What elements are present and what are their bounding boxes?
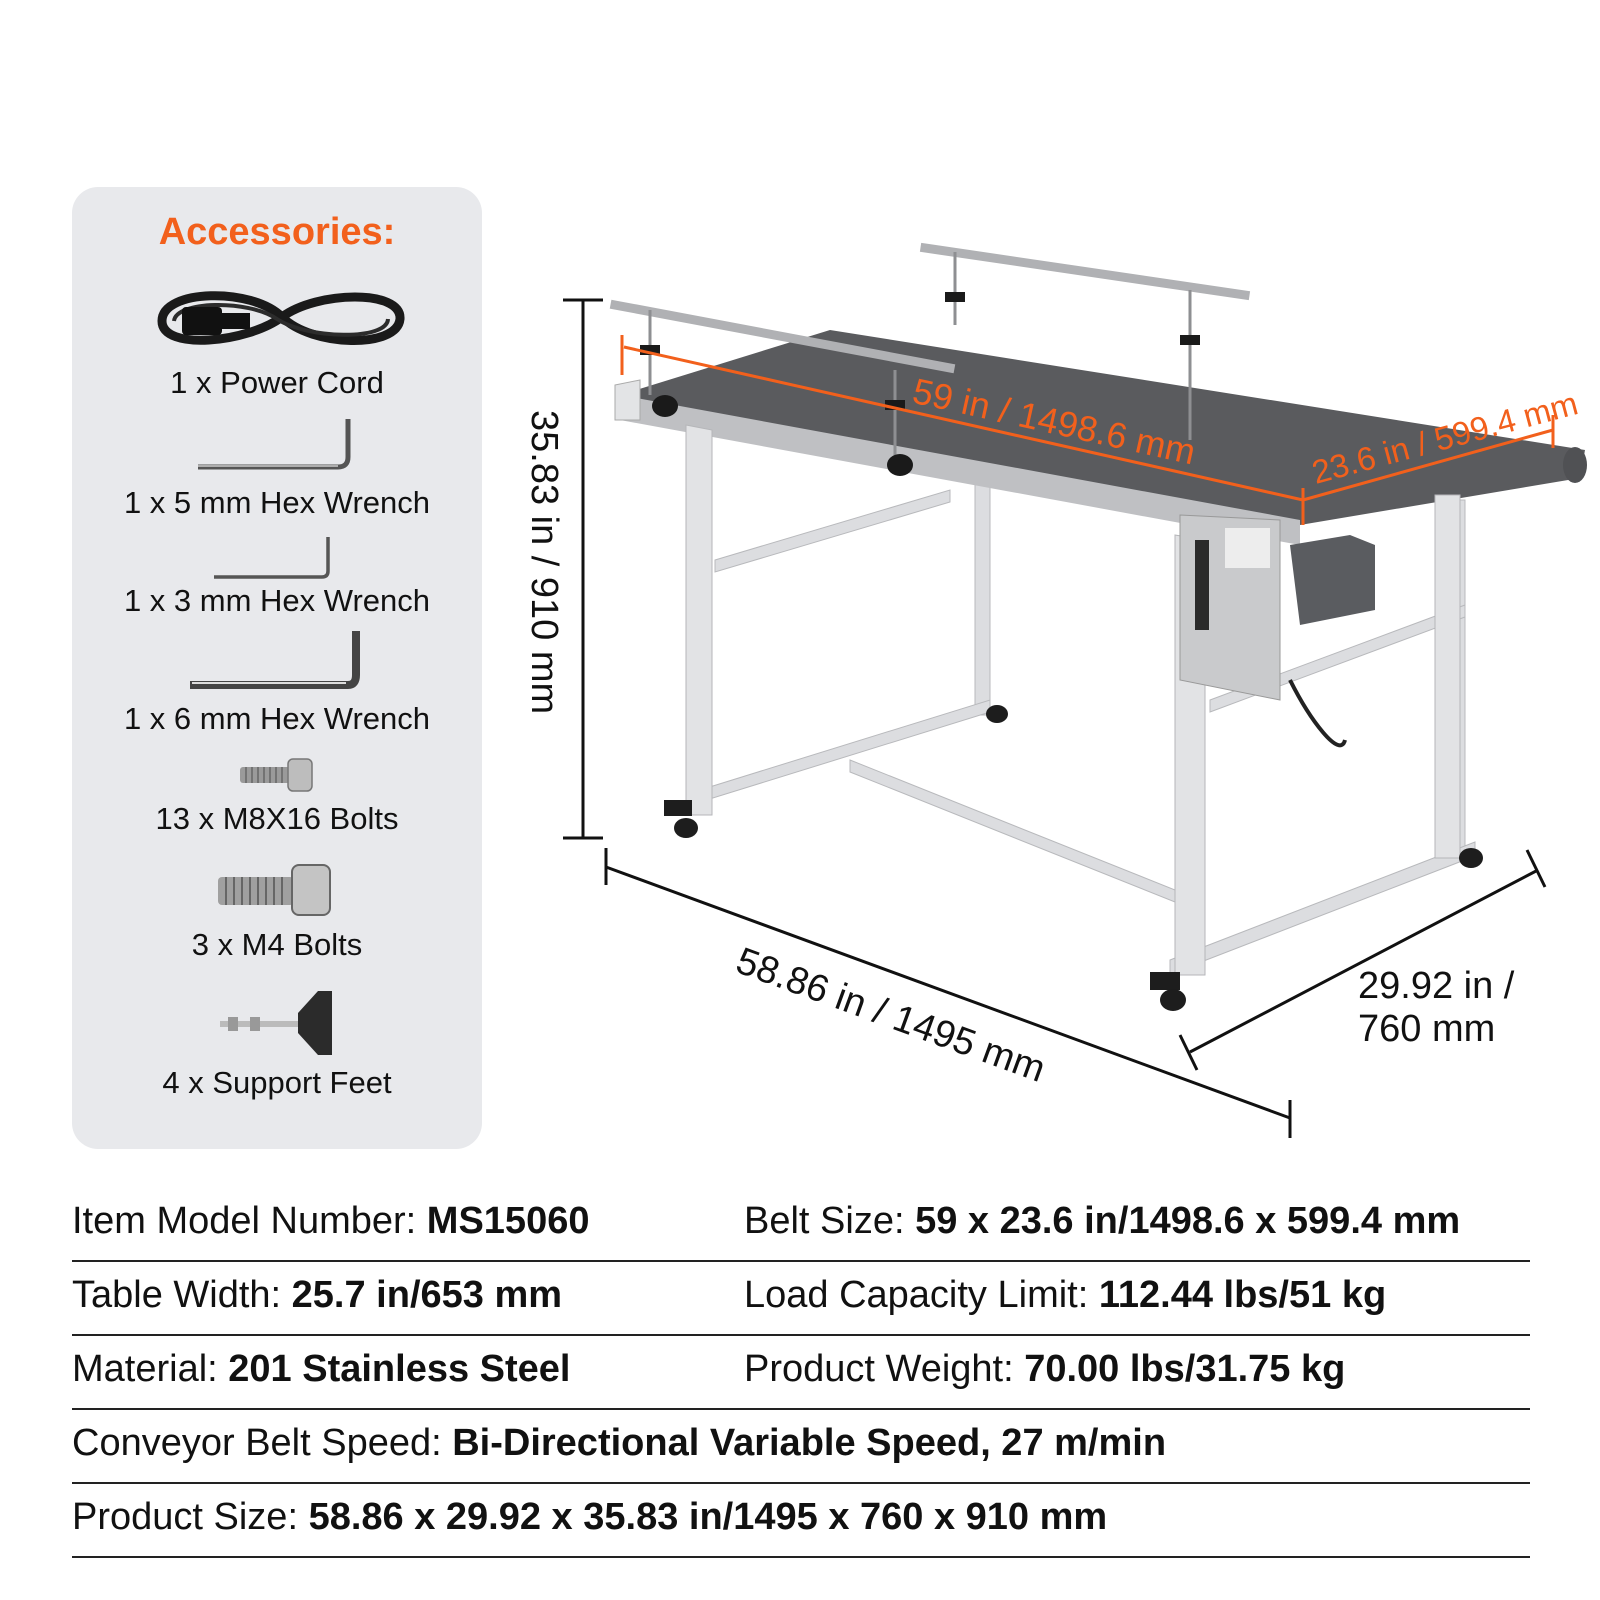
spec-row: Material: 201 Stainless Steel Product We… <box>72 1336 1530 1410</box>
spec-row: Conveyor Belt Speed: Bi-Directional Vari… <box>72 1410 1530 1484</box>
hex-wrench-icon <box>190 631 360 689</box>
accessory-support-feet-label: 4 x Support Feet <box>162 1065 392 1100</box>
bolt-icon <box>240 758 313 792</box>
accessory-5mm-wrench-label: 1 x 5 mm Hex Wrench <box>123 485 431 520</box>
support-foot-icon <box>220 991 332 1055</box>
spec-belt-size: Belt Size: 59 x 23.6 in/1498.6 x 599.4 m… <box>744 1200 1461 1242</box>
length-dimension-label: 58.86 in / 1495 mm <box>730 940 1051 1091</box>
belt-length-dimension-label: 59 in / 1498.6 mm <box>909 370 1200 473</box>
belt-width-dimension-label: 23.6 in / 599.4 mm <box>1308 384 1582 491</box>
spec-row: Product Size: 58.86 x 29.92 x 35.83 in/1… <box>72 1484 1530 1558</box>
spec-belt-speed: Conveyor Belt Speed: Bi-Directional Vari… <box>72 1422 1167 1464</box>
power-cord-icon <box>157 291 405 345</box>
accessory-m4-bolts-label: 3 x M4 Bolts <box>191 927 363 962</box>
height-dimension-label: 35.83 in / 910 mm <box>523 410 565 715</box>
depth-dimension-label-line2: 760 mm <box>1358 1008 1496 1050</box>
accessories-title: Accessories: <box>158 211 396 253</box>
spec-load-capacity: Load Capacity Limit: 112.44 lbs/51 kg <box>744 1274 1387 1316</box>
spec-product-weight: Product Weight: 70.00 lbs/31.75 kg <box>744 1348 1346 1390</box>
bolt-icon <box>218 864 331 916</box>
spec-row: Table Width: 25.7 in/653 mm Load Capacit… <box>72 1262 1530 1336</box>
spec-table-width: Table Width: 25.7 in/653 mm <box>72 1274 563 1316</box>
spec-row: Item Model Number: MS15060 Belt Size: 59… <box>72 1188 1530 1262</box>
depth-dimension-label-line1: 29.92 in / <box>1358 965 1515 1007</box>
accessories-panel: Accessories: 1 x Power Cord 1 x 5 mm Hex… <box>72 187 482 1149</box>
spec-product-size: Product Size: 58.86 x 29.92 x 35.83 in/1… <box>72 1496 1108 1538</box>
spec-material: Material: 201 Stainless Steel <box>72 1348 571 1390</box>
spec-model-number: Item Model Number: MS15060 <box>72 1200 590 1242</box>
accessory-6mm-wrench-label: 1 x 6 mm Hex Wrench <box>123 701 431 736</box>
hex-wrench-icon <box>198 419 351 470</box>
hex-wrench-icon <box>214 537 330 579</box>
accessory-power-cord-label: 1 x Power Cord <box>170 365 384 400</box>
accessory-3mm-wrench-label: 1 x 3 mm Hex Wrench <box>123 583 431 618</box>
accessory-m8-bolts-label: 13 x M8X16 Bolts <box>155 801 399 836</box>
